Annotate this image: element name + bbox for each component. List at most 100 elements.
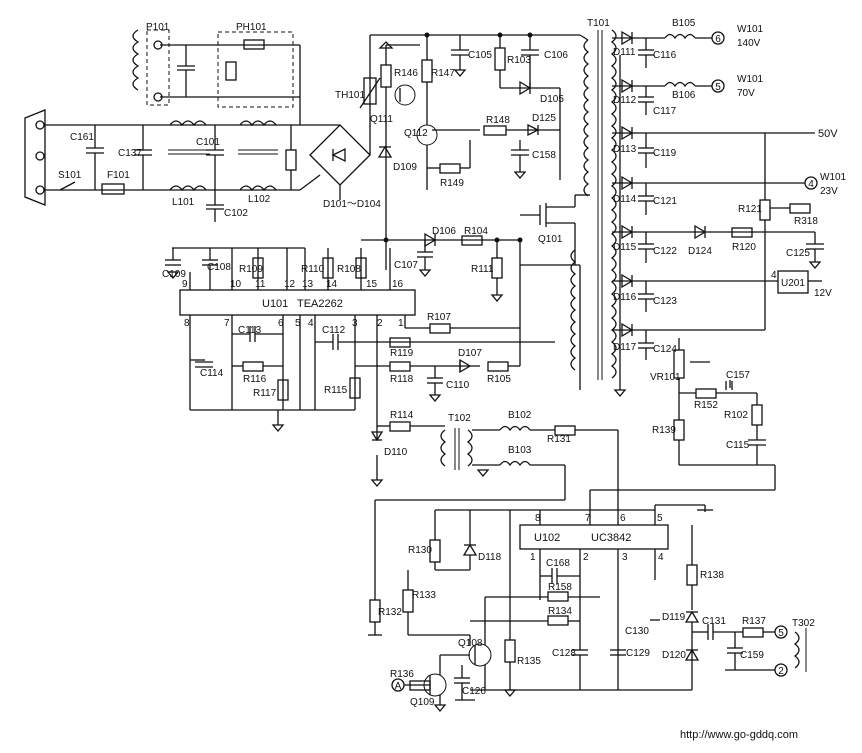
svg-text:1: 1 bbox=[530, 552, 536, 563]
label-C110: C110 bbox=[446, 380, 470, 391]
bridge-rectifier-D101-D104 bbox=[299, 35, 371, 200]
label-R158: R158 bbox=[548, 582, 572, 593]
label-T102: T102 bbox=[448, 413, 471, 424]
label-R149: R149 bbox=[440, 178, 464, 189]
label-R136: R136 bbox=[390, 669, 414, 680]
label-C105: C105 bbox=[468, 50, 492, 61]
ic-U102 bbox=[368, 430, 807, 713]
label-C115: C115 bbox=[726, 440, 750, 451]
svg-text:8: 8 bbox=[184, 318, 190, 329]
label-C109: C109 bbox=[162, 269, 186, 280]
label-D117: D117 bbox=[613, 342, 637, 353]
label-Q112: Q112 bbox=[404, 128, 428, 139]
svg-text:16: 16 bbox=[392, 279, 404, 290]
label-C106: C106 bbox=[544, 50, 568, 61]
label-C113: C113 bbox=[238, 325, 262, 336]
svg-text:4: 4 bbox=[308, 318, 314, 329]
label-R152: R152 bbox=[694, 400, 718, 411]
label-C123: C123 bbox=[653, 296, 677, 307]
mains-input-section bbox=[24, 109, 300, 222]
mains-socket bbox=[24, 109, 46, 206]
label-R114: R114 bbox=[390, 410, 414, 421]
label-R130: R130 bbox=[408, 545, 432, 556]
label-L102: L102 bbox=[248, 194, 271, 205]
label-W101-70: W101 bbox=[737, 74, 764, 85]
label-C129: C129 bbox=[626, 648, 650, 659]
label-S101: S101 bbox=[58, 170, 82, 181]
ic-U102-body bbox=[519, 524, 669, 550]
label-C122: C122 bbox=[653, 246, 677, 257]
label-D116: D116 bbox=[613, 292, 637, 303]
label-C119: C119 bbox=[653, 148, 677, 159]
label-R115: R115 bbox=[324, 385, 348, 396]
label-W101-140: W101 bbox=[737, 24, 764, 35]
connectors: 6 5 4 A 5 2 bbox=[391, 31, 818, 692]
label-T101: T101 bbox=[587, 18, 610, 29]
label-C107: C107 bbox=[394, 260, 418, 271]
svg-text:4: 4 bbox=[658, 552, 664, 563]
label-D109: D109 bbox=[393, 162, 417, 173]
label-C131: C131 bbox=[702, 616, 726, 627]
label-12V: 12V bbox=[814, 288, 832, 299]
svg-text:5: 5 bbox=[295, 318, 301, 329]
label-B106: B106 bbox=[672, 90, 696, 101]
svg-text:6: 6 bbox=[715, 34, 721, 45]
label-50V: 50V bbox=[818, 128, 838, 140]
svg-text:7: 7 bbox=[585, 513, 591, 524]
svg-text:5: 5 bbox=[778, 628, 784, 639]
label-R148: R148 bbox=[486, 115, 510, 126]
svg-text:2: 2 bbox=[778, 666, 784, 677]
label-UC3842: UC3842 bbox=[591, 532, 631, 544]
connector-4 bbox=[804, 176, 818, 190]
label-C101: C101 bbox=[196, 137, 220, 148]
label-F101: F101 bbox=[107, 170, 130, 181]
label-R118: R118 bbox=[390, 374, 414, 385]
label-T302: T302 bbox=[792, 618, 815, 629]
mosfet-Q101 bbox=[520, 194, 590, 265]
label-Q108: Q108 bbox=[458, 638, 483, 649]
label-R132: R132 bbox=[378, 607, 402, 618]
secondary-outputs bbox=[612, 30, 824, 466]
component-labels: P101 PH101 T101 TH101 C161 C137 C101 C10… bbox=[58, 18, 847, 708]
startup-section bbox=[359, 35, 561, 270]
label-R116: R116 bbox=[243, 374, 267, 385]
label-D120: D120 bbox=[662, 650, 686, 661]
svg-text:4: 4 bbox=[771, 270, 777, 281]
regulator-U201 bbox=[777, 270, 809, 294]
label-B102: B102 bbox=[508, 410, 532, 421]
label-C158: C158 bbox=[532, 150, 556, 161]
label-C121: C121 bbox=[653, 196, 677, 207]
label-P101: P101 bbox=[146, 22, 170, 33]
footer-url: http://www.go-gddq.com bbox=[680, 729, 798, 741]
label-C114: C114 bbox=[200, 368, 224, 379]
label-C108: C108 bbox=[207, 262, 231, 273]
label-R108: R108 bbox=[337, 264, 361, 275]
label-D105: D105 bbox=[540, 94, 564, 105]
degauss-section bbox=[132, 29, 301, 125]
label-D113: D113 bbox=[613, 144, 637, 155]
svg-text:13: 13 bbox=[302, 279, 314, 290]
connector-5 bbox=[711, 79, 725, 93]
svg-text:2: 2 bbox=[377, 318, 383, 329]
svg-text:1: 1 bbox=[398, 318, 404, 329]
label-Q101: Q101 bbox=[538, 234, 563, 245]
connector-5b bbox=[774, 625, 788, 639]
label-R103: R103 bbox=[507, 55, 531, 66]
label-C157: C157 bbox=[726, 370, 750, 381]
feedback-mid bbox=[361, 232, 581, 390]
label-R107: R107 bbox=[427, 312, 451, 323]
label-C125: C125 bbox=[786, 248, 810, 259]
label-C168: C168 bbox=[546, 558, 570, 569]
svg-text:8: 8 bbox=[535, 513, 541, 524]
svg-text:2: 2 bbox=[583, 552, 589, 563]
label-C161: C161 bbox=[70, 132, 94, 143]
label-R139: R139 bbox=[652, 425, 676, 436]
label-C124: C124 bbox=[653, 344, 677, 355]
svg-text:15: 15 bbox=[366, 279, 378, 290]
label-D115: D115 bbox=[613, 242, 637, 253]
label-U201: U201 bbox=[781, 278, 805, 289]
label-C137: C137 bbox=[118, 148, 142, 159]
label-70V: 70V bbox=[737, 88, 755, 99]
label-D101-D104: D101～D104 bbox=[323, 199, 381, 210]
